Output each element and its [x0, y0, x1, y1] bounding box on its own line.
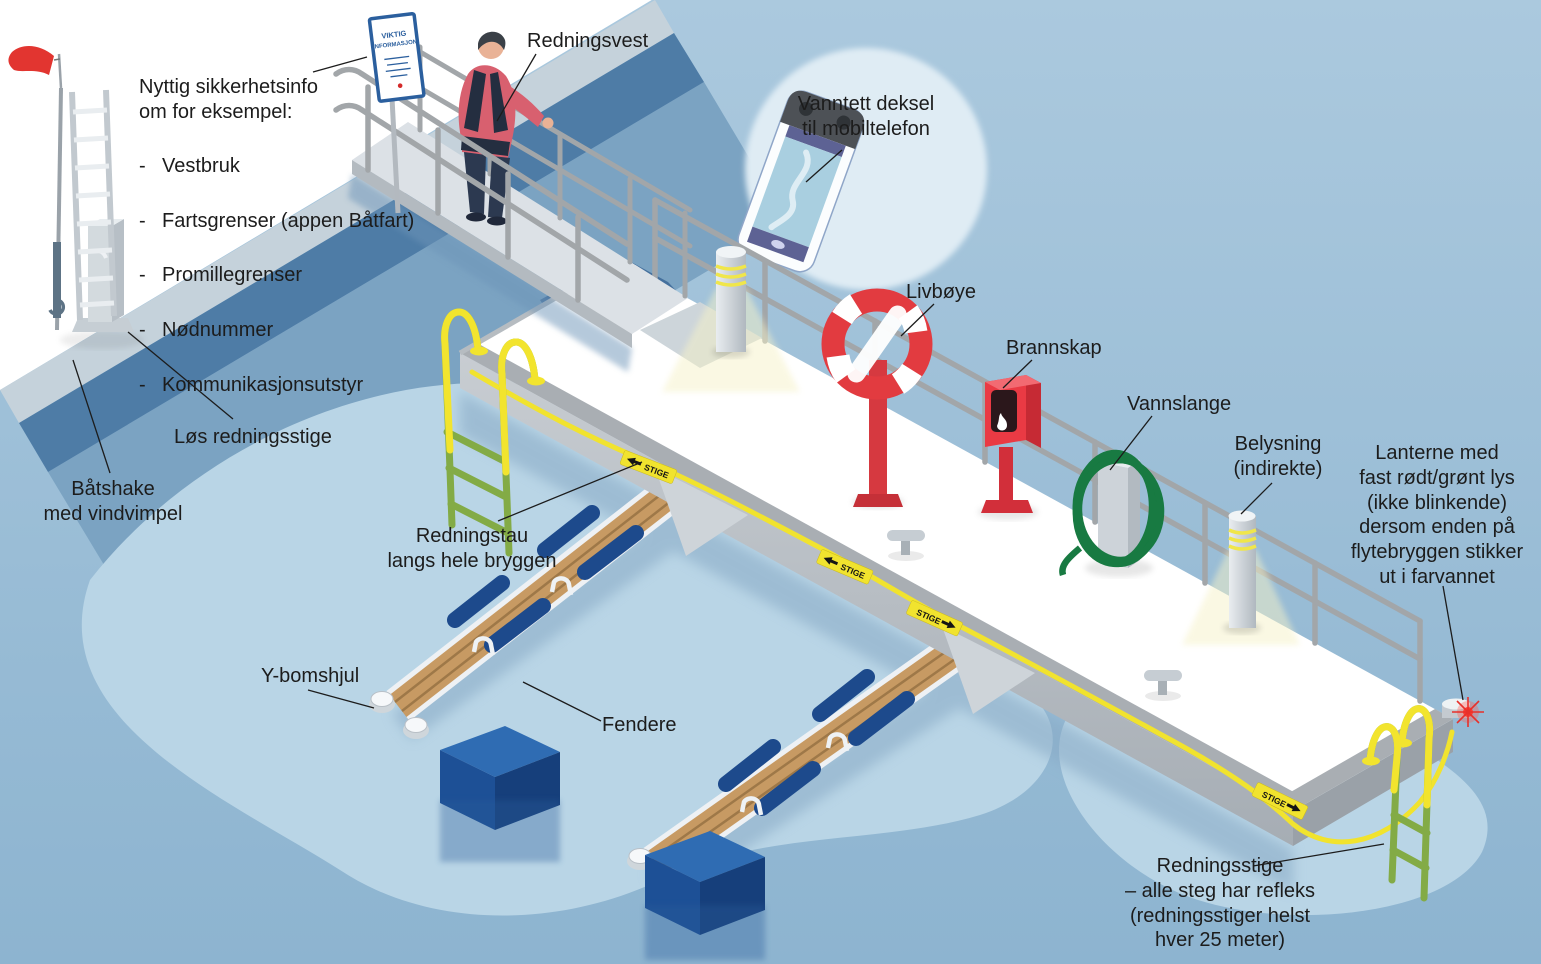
light-bollard	[662, 246, 800, 392]
phone-in-waterproof-case	[737, 90, 865, 273]
boom-connector	[942, 626, 1035, 714]
cleat	[887, 530, 925, 561]
boom-handle	[471, 576, 574, 656]
rescue-ladder	[441, 308, 545, 557]
svg-text:INFORMASJON: INFORMASJON	[373, 39, 418, 50]
float	[645, 831, 765, 960]
hose-coil	[1059, 449, 1165, 577]
loose-rescue-ladder	[69, 89, 117, 321]
fender	[447, 505, 644, 653]
life-buoy	[821, 288, 933, 509]
y-boom-wheel	[369, 691, 429, 739]
flame-icon	[997, 413, 1008, 431]
rescue-ladder-end	[1362, 705, 1434, 902]
y-boom	[627, 619, 990, 960]
windsock	[8, 46, 54, 75]
float	[440, 726, 560, 862]
quay-equipment: VIKTIG INFORMASJON	[8, 11, 426, 349]
y-boom	[369, 463, 702, 862]
life-vest	[464, 70, 486, 132]
boat-hook-windsock	[8, 46, 66, 331]
fire-cabinet	[978, 375, 1041, 520]
boom-handle	[739, 732, 850, 816]
svg-text:VIKTIG: VIKTIG	[381, 29, 407, 41]
water-hose	[1059, 449, 1165, 577]
light-glow	[715, 264, 747, 287]
waterproof-phone-inset	[737, 48, 987, 290]
leader-lines	[72, 53, 1464, 867]
boom-connector	[655, 468, 748, 556]
lantern-red-light	[1442, 697, 1484, 727]
life-vest	[490, 72, 508, 133]
cleat	[1144, 670, 1182, 701]
light-bollard	[1182, 510, 1300, 645]
gangway	[333, 31, 693, 372]
fender	[718, 669, 915, 816]
light-glow	[1228, 528, 1257, 551]
y-booms	[369, 463, 990, 960]
info-sign: VIKTIG INFORMASJON	[367, 11, 426, 214]
